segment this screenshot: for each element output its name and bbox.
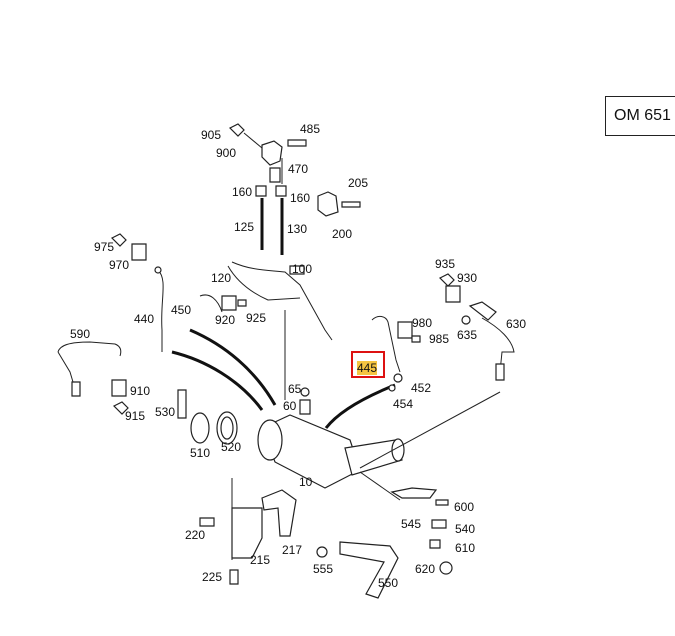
bolt-220 — [199, 517, 215, 527]
label-120[interactable]: 120 — [211, 271, 232, 285]
bracket-540 — [431, 519, 447, 529]
label-600[interactable]: 600 — [454, 500, 475, 514]
label-470[interactable]: 470 — [288, 162, 309, 176]
label-630[interactable]: 630 — [506, 317, 527, 331]
nut-620 — [439, 561, 453, 575]
label-635[interactable]: 635 — [457, 328, 478, 342]
label-620[interactable]: 620 — [415, 562, 436, 576]
label-200[interactable]: 200 — [332, 227, 353, 241]
label-215[interactable]: 215 — [250, 553, 271, 567]
label-10[interactable]: 10 — [299, 475, 313, 489]
label-205[interactable]: 205 — [348, 176, 369, 190]
bracket-215 — [231, 507, 263, 559]
seal-454 — [388, 384, 396, 392]
clip-985 — [411, 335, 421, 343]
label-452[interactable]: 452 — [411, 381, 432, 395]
label-920[interactable]: 920 — [215, 313, 236, 327]
sensor-590-tip — [71, 381, 81, 397]
label-985[interactable]: 985 — [429, 332, 450, 346]
label-970[interactable]: 970 — [109, 258, 130, 272]
dpf-inlet — [257, 419, 283, 461]
clip-905 — [228, 123, 245, 137]
label-125[interactable]: 125 — [234, 220, 255, 234]
label-930[interactable]: 930 — [457, 271, 478, 285]
label-545[interactable]: 545 — [401, 517, 422, 531]
label-225[interactable]: 225 — [202, 570, 223, 584]
label-530[interactable]: 530 — [155, 405, 176, 419]
screw-205 — [341, 201, 361, 208]
bracket-630 — [468, 301, 497, 321]
label-160-right[interactable]: 160 — [290, 191, 311, 205]
label-100[interactable]: 100 — [292, 262, 313, 276]
bolt-530 — [177, 389, 187, 419]
label-935[interactable]: 935 — [435, 257, 456, 271]
holder-910 — [111, 379, 127, 397]
label-520[interactable]: 520 — [221, 440, 242, 454]
sleeve-470 — [269, 167, 281, 183]
bolt-225 — [229, 569, 239, 585]
label-610[interactable]: 610 — [455, 541, 476, 555]
hanger-545 — [390, 487, 438, 499]
clip-925 — [237, 299, 247, 307]
nut-452 — [393, 373, 403, 383]
label-160-left[interactable]: 160 — [232, 185, 253, 199]
label-980[interactable]: 980 — [412, 316, 433, 330]
label-925[interactable]: 925 — [246, 311, 267, 325]
label-454[interactable]: 454 — [393, 397, 414, 411]
label-590[interactable]: 590 — [70, 327, 91, 341]
label-450[interactable]: 450 — [171, 303, 192, 317]
label-540[interactable]: 540 — [455, 522, 476, 536]
bolt-600 — [435, 499, 449, 506]
dpf-outlet-pipe — [344, 439, 403, 476]
sensor-boss-60 — [299, 399, 311, 415]
holder-920 — [221, 295, 237, 311]
mount-bracket-900 — [261, 140, 283, 166]
label-130[interactable]: 130 — [287, 222, 308, 236]
bracket-200 — [317, 191, 339, 217]
nut-65 — [300, 387, 310, 397]
clip-975 — [110, 233, 127, 247]
bolt-610 — [429, 539, 441, 549]
label-975[interactable]: 975 — [94, 240, 115, 254]
clamp-160-right — [275, 185, 287, 197]
label-555[interactable]: 555 — [313, 562, 334, 576]
label-910[interactable]: 910 — [130, 384, 151, 398]
highlighted-part-445[interactable] — [351, 351, 385, 378]
label-65[interactable]: 65 — [288, 382, 302, 396]
bolt-485 — [287, 139, 307, 147]
hanger-550 — [339, 541, 399, 599]
nut-555 — [316, 546, 328, 558]
nut-635 — [461, 315, 471, 325]
label-550[interactable]: 550 — [378, 576, 399, 590]
bracket-217 — [261, 489, 297, 537]
label-905[interactable]: 905 — [201, 128, 222, 142]
label-440[interactable]: 440 — [134, 312, 155, 326]
label-220[interactable]: 220 — [185, 528, 206, 542]
label-485[interactable]: 485 — [300, 122, 321, 136]
sensor-630-tip — [495, 363, 505, 381]
clamp-160-left — [255, 185, 267, 197]
pipe-fitting-100 — [289, 265, 305, 275]
label-445[interactable]: 445 — [357, 361, 378, 375]
label-900[interactable]: 900 — [216, 146, 237, 160]
clip-915 — [112, 401, 129, 415]
label-217[interactable]: 217 — [282, 543, 303, 557]
label-510[interactable]: 510 — [190, 446, 211, 460]
label-915[interactable]: 915 — [125, 409, 146, 423]
clip-935 — [438, 273, 455, 287]
holder-970 — [131, 243, 147, 261]
clamp-510 — [190, 412, 210, 444]
holder-980 — [397, 321, 413, 339]
label-60[interactable]: 60 — [283, 399, 297, 413]
engine-code-label: OM 651 — [605, 96, 675, 136]
holder-930 — [445, 285, 461, 303]
